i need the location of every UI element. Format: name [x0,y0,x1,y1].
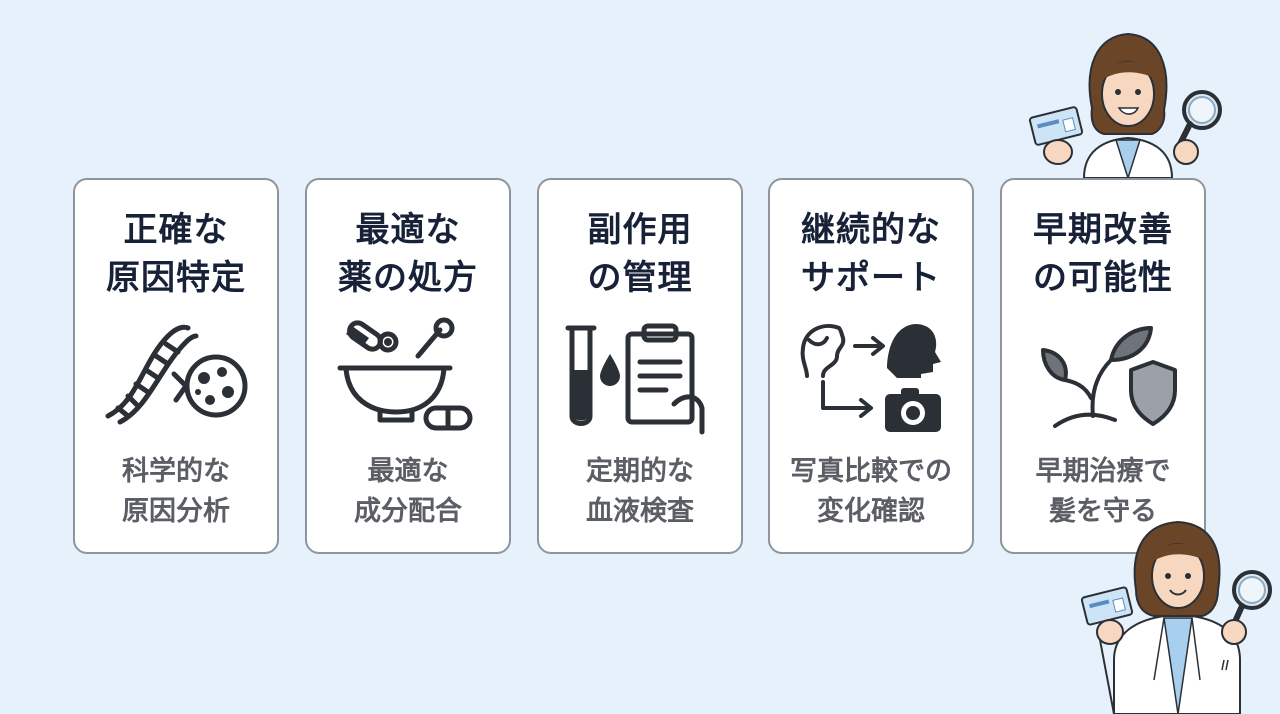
card-caption-line: 最適な [367,456,449,487]
card-title: 最適な 薬の処方 [307,206,509,302]
card-side-effect-management: 副作用 の管理 定期的な 血液検査 [537,178,743,554]
card-caption-line: 定期的な [586,456,694,487]
card-title-line: 正確な [123,210,229,250]
card-caption-line: 原因分析 [122,496,230,527]
card-title-line: 早期改善 [1033,210,1173,250]
profile-camera-icon [800,324,941,432]
card-caption-line: 髪を守る [1049,496,1157,527]
card-title: 継続的な サポート [770,206,972,302]
card-caption: 定期的な 血液検査 [539,452,741,532]
card-optimal-prescription: 最適な 薬の処方 最適な 成分配合 [305,178,511,554]
test-tube-clipboard-icon [565,323,705,435]
card-caption-line: 写真比較での [790,456,952,487]
doctor-illustration [1028,32,1222,178]
card-title-line: の管理 [587,258,693,298]
card-caption: 写真比較での 変化確認 [770,452,972,532]
card-title-line: 最適な [355,210,461,250]
card-caption-line: 変化確認 [817,496,925,527]
card-caption-line: 科学的な [122,456,230,487]
card-title: 正確な 原因特定 [75,206,277,302]
dna-microscope-icon [105,324,248,425]
sprout-shield-icon [1041,326,1177,428]
card-title-line: の可能性 [1033,258,1173,298]
card-title-line: 原因特定 [106,258,246,298]
card-caption: 科学的な 原因分析 [75,452,277,532]
card-title: 副作用 の管理 [539,206,741,302]
card-caption: 最適な 成分配合 [307,452,509,532]
card-caption-line: 成分配合 [354,496,462,527]
doctor-illustration [1080,520,1272,714]
card-early-improvement: 早期改善 の可能性 早期治療で 髪を守る [1000,178,1206,554]
card-title-line: 薬の処方 [338,258,478,298]
card-title-line: 継続的な [801,210,941,250]
card-title-line: 副作用 [587,210,693,250]
card-caption-line: 血液検査 [586,496,694,527]
card-caption: 早期治療で 髪を守る [1002,452,1204,532]
card-accurate-diagnosis: 正確な 原因特定 科学的な 原因分析 [73,178,279,554]
card-continuous-support: 継続的な サポート 写真比較での 変化確認 [768,178,974,554]
card-title: 早期改善 の可能性 [1002,206,1204,302]
card-title-line: サポート [801,258,941,298]
mortar-pestle-pills-icon [337,317,473,431]
card-caption-line: 早期治療で [1035,456,1171,487]
